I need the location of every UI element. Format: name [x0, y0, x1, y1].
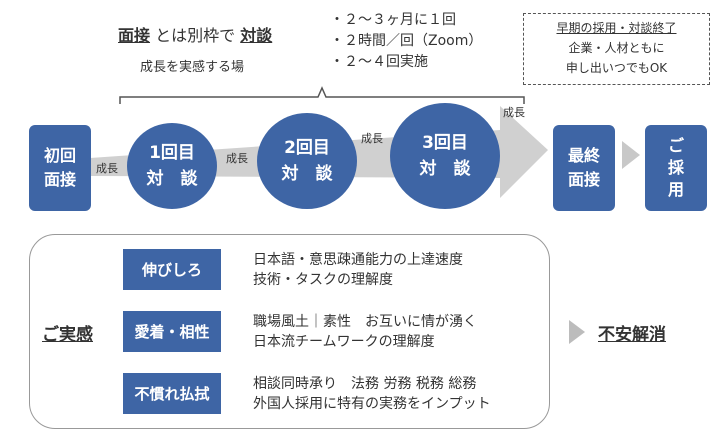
item-label-growth: 伸びしろ — [123, 249, 221, 290]
impression-panel — [29, 234, 550, 429]
talk-word: 対 談 — [419, 159, 471, 179]
item-desc-growth: 日本語・意思疎通能力の上達速度 技術・タスクの理解度 — [253, 250, 463, 290]
note-line: 申し出いつでもOK — [565, 61, 668, 75]
item-desc-affinity: 職場風土｜素性 お互いに情が湧く 日本流チームワークの理解度 — [253, 312, 477, 352]
final-interview-line: 面接 — [567, 170, 600, 189]
item-label-affinity: 愛着・相性 — [123, 311, 221, 352]
desc-line: 日本語・意思疎通能力の上達速度 — [253, 252, 463, 268]
desc-line: 相談同時承り 法務 労務 税務 総務 — [253, 376, 477, 392]
growth-label: 成長 — [503, 106, 525, 119]
headline-middle: とは別枠で — [150, 26, 241, 45]
final-interview-line: 最終 — [567, 146, 600, 165]
talk-circle-2: 2回目 対 談 — [257, 113, 357, 209]
page-subtitle: 成長を実感する場 — [140, 60, 245, 75]
next-arrow-icon — [622, 141, 640, 169]
item-label-unfamiliarity: 不慣れ払拭 — [123, 373, 221, 414]
note-title: 早期の採用・対談終了 — [556, 21, 677, 35]
page-headline: 面接 とは別枠で 対談 — [118, 22, 272, 46]
brace — [119, 86, 525, 104]
bullet-item: ・２〜４回実施 — [330, 54, 428, 70]
schedule-bullets: ・２〜３ヶ月に１回 ・２時間／回（Zoom） ・２〜４回実施 — [330, 10, 482, 73]
hire-char: 採 — [667, 158, 684, 177]
desc-line: 職場風土｜素性 お互いに情が湧く — [253, 314, 477, 330]
note-line: 企業・人材ともに — [568, 41, 665, 55]
result-label: 不安解消 — [598, 325, 666, 345]
desc-line: 外国人採用に特有の実務をインプット — [253, 396, 491, 412]
first-interview-box: 初回 面接 — [29, 125, 91, 211]
bullet-item: ・２〜３ヶ月に１回 — [330, 12, 456, 28]
result-arrow-icon — [569, 320, 585, 344]
first-interview-line: 面接 — [43, 170, 76, 189]
talk-circle-3: 3回目 対 談 — [390, 103, 500, 209]
early-termination-note: 早期の採用・対談終了 企業・人材ともに 申し出いつでもOK — [523, 13, 710, 85]
talk-word: 対 談 — [281, 164, 333, 184]
item-desc-unfamiliarity: 相談同時承り 法務 労務 税務 総務 外国人採用に特有の実務をインプット — [253, 374, 491, 414]
first-interview-line: 初回 — [43, 146, 76, 165]
headline-word-interview: 面接 — [118, 26, 151, 45]
headline-word-talk: 対談 — [240, 26, 273, 45]
talk-word: 対 談 — [146, 169, 198, 189]
talk-number: 3回目 — [422, 133, 468, 153]
talk-circle-1: 1回目 対 談 — [127, 123, 217, 209]
bullet-item: ・２時間／回（Zoom） — [330, 33, 483, 49]
desc-line: 技術・タスクの理解度 — [253, 272, 393, 288]
growth-label: 成長 — [96, 162, 118, 175]
desc-line: 日本流チームワークの理解度 — [253, 334, 435, 350]
hire-char: 用 — [667, 180, 684, 199]
hire-box: ご 採 用 — [645, 125, 707, 211]
growth-label: 成長 — [361, 132, 383, 145]
talk-number: 1回目 — [149, 143, 195, 163]
hire-char: ご — [667, 136, 684, 155]
impression-label: ご実感 — [42, 325, 93, 345]
growth-label: 成長 — [226, 152, 248, 165]
talk-number: 2回目 — [284, 138, 330, 158]
final-interview-box: 最終 面接 — [553, 125, 615, 211]
